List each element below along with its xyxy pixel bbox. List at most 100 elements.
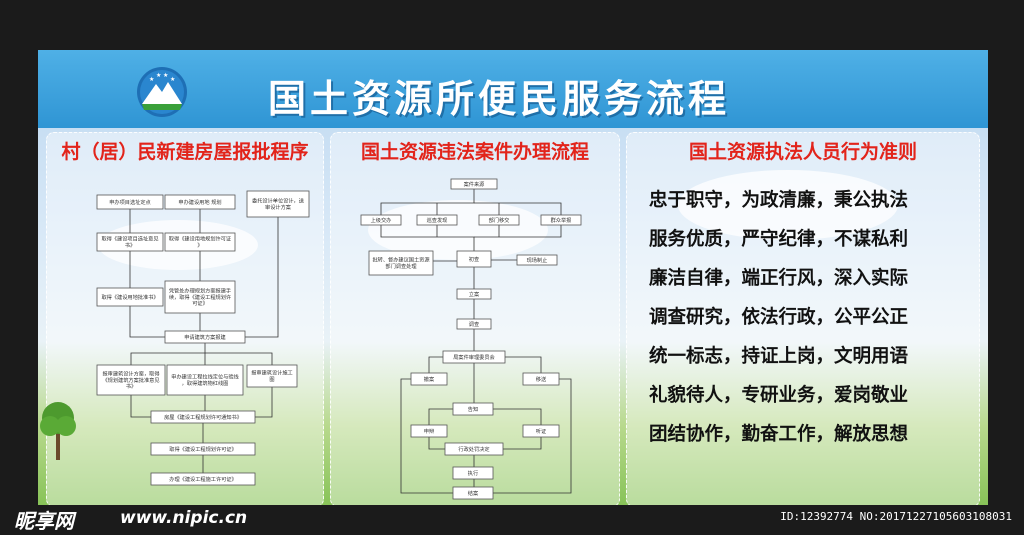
panel-title: 国土资源违法案件办理流程 [360, 141, 589, 163]
flow-node: 上级交办 [360, 214, 402, 226]
flow-connector [245, 217, 279, 338]
building-approval-flowchart: 申办项目选址定点 申办建设用地 规划 委托设计单位设计，送审设计方案取得《建设项目选… [96, 190, 310, 486]
flow-node: 取得《建设工程规划许可证》 [150, 442, 256, 456]
flow-node: 调查 [456, 318, 492, 330]
flow-node: 局案件审理委员会 [442, 350, 506, 364]
flow-node: 初查 [456, 250, 492, 268]
conduct-rules-list: 忠于职守，为政清廉，秉公执法 服务优质，严守纪律，不谋私利 廉洁自律，端正行风，… [649, 181, 908, 454]
flow-node-label: 图 [269, 376, 274, 383]
flow-node: 申办建设工程拉线定位与验线，取得建筑物红线图 [166, 364, 244, 396]
conduct-rule: 服务优质，严守纪律，不谋私利 [649, 229, 909, 250]
flow-node-label: 房屋《建设工程规划许可通知书》 [164, 413, 242, 421]
flow-node-label: 告知 [468, 405, 478, 413]
flow-node: 案件来源 [450, 178, 498, 190]
flow-node-label: 部门移交 [489, 216, 510, 224]
conduct-rule: 忠于职守，为政清廉，秉公执法 [649, 190, 909, 211]
flow-node: 申办项目选址定点 [96, 194, 164, 210]
flow-node-label: 立案 [469, 290, 480, 298]
flow-node: 听证 [522, 424, 560, 438]
watermark-url: www.nipic.cn [120, 508, 248, 528]
flow-node: 撤案 [410, 372, 448, 386]
page-title: 国土资源所便民服务流程 [268, 77, 731, 121]
flow-node-label: 批转、督办建议国土资源 [372, 256, 430, 264]
flow-node-label: ，取得建筑物红线图 [182, 379, 229, 387]
flow-node: 申办建设用地 规划 [164, 194, 236, 210]
flow-node-label: 委托设计单位设计，送 [252, 197, 305, 205]
conduct-rule: 团结协作，勤奋工作，解放思想 [649, 424, 909, 445]
poster-board: ★ ★ ★ ★ 国土资源所便民服务流程 村（居）民新建房屋报批程序 申办项目选址… [38, 50, 988, 520]
flow-node: 立案 [456, 288, 492, 300]
flow-node-label: 取得《建设用地规划许可证 [169, 235, 231, 243]
flow-node-label: 取得《建设项目选址意见 [101, 235, 158, 243]
flow-node: 办理《建设工程施工许可证》 [150, 472, 256, 486]
flow-node-label: 取得《建设用地批准书》 [101, 293, 158, 301]
watermark-logo: 昵享网 [14, 509, 74, 533]
mountain-stars-emblem-icon: ★ ★ ★ ★ [137, 67, 187, 117]
flow-node-label: 结案 [468, 489, 479, 497]
flow-node-label: 报审建筑设计施工 [251, 369, 293, 377]
flow-connector [255, 387, 273, 418]
flow-node-label: 申办建设工程拉线定位与验线 [171, 373, 238, 381]
flow-node: 执行 [452, 466, 494, 480]
watermark-id: ID:12392774 NO:20171227105603108031 [780, 510, 1012, 523]
flow-node-label: 移送 [536, 375, 547, 383]
flow-node-label: 撤案 [424, 375, 435, 383]
flow-connector [503, 437, 542, 450]
flow-node-label: 可证》 [192, 300, 208, 307]
flow-connector [129, 306, 165, 338]
flow-node-label: 巡查发现 [427, 216, 448, 224]
flow-node: 现场制止 [516, 254, 558, 266]
flow-node: 结案 [452, 486, 494, 500]
panel-case-handling: 国土资源违法案件办理流程 案件来源上级交办 巡查发现 部门移交 群众举报批转、督办建议… [330, 132, 620, 507]
flow-node-label: 续，取得《建设工程规划许 [169, 293, 231, 301]
flow-node-label: 初查 [469, 255, 479, 263]
flow-node-label: 申办项目选址定点 [109, 198, 151, 206]
flow-node: 申辩 [410, 424, 448, 438]
conduct-rule: 礼貌待人，专研业务，爱岗敬业 [649, 385, 909, 406]
flow-node-label: 听证 [536, 427, 546, 435]
svg-text:★: ★ [163, 72, 168, 79]
flow-connector [130, 343, 206, 365]
watermark-bar [0, 505, 1024, 535]
panel-title: 村（居）民新建房屋报批程序 [61, 141, 309, 163]
flow-node: 群众举报 [540, 214, 582, 226]
panel-building-approval: 村（居）民新建房屋报批程序 申办项目选址定点 申办建设用地 规划 委托设计单位设计，… [46, 132, 324, 507]
flow-node: 房屋《建设工程规划许可通知书》 [150, 410, 256, 424]
panel-title: 国土资源执法人员行为准则 [688, 141, 917, 163]
panel-conduct-rules: 国土资源执法人员行为准则 忠于职守，为政清廉，秉公执法 服务优质，严守纪律，不谋… [626, 132, 980, 507]
flow-node-label: 书》 [125, 241, 135, 249]
flow-connector [493, 408, 542, 425]
flow-node-label: 》 [197, 242, 202, 249]
flow-node-label: 办理《建设工程施工许可证》 [169, 475, 236, 483]
svg-text:★: ★ [149, 76, 154, 83]
flow-node-label: 群众举报 [551, 216, 572, 224]
flow-node-label: 部门调查处理 [385, 262, 417, 270]
tree-icon [40, 402, 76, 460]
flow-node-label: 上级交办 [371, 216, 392, 224]
flow-node: 行政处罚决定 [444, 442, 504, 456]
flow-node: 申请建筑方案报建 [164, 330, 246, 344]
cloud [368, 200, 548, 260]
flow-node-label: 审设计方案 [265, 203, 292, 211]
flow-connector [474, 202, 562, 215]
flow-node: 取得《建设用地规划许可证》 [164, 232, 236, 252]
flow-node-label: 行政处罚决定 [458, 445, 489, 453]
flow-node-label: 报审建筑设计方案，取得 [102, 369, 159, 377]
flow-node-label: 申辩 [424, 427, 434, 435]
flow-node-label: 申办建设用地 规划 [178, 198, 221, 206]
flow-node: 部门移交 [478, 214, 520, 226]
flow-connector [493, 378, 572, 494]
flow-node-label: 案件来源 [464, 180, 486, 188]
flow-connector [505, 356, 542, 373]
flow-connector [400, 378, 453, 494]
flow-connector [205, 352, 273, 365]
flow-connector [474, 225, 562, 238]
flow-node-label: 局案件审理委员会 [453, 353, 495, 361]
conduct-rule: 廉洁自律，端正行风，深入实际 [649, 268, 909, 289]
flow-node: 告知 [452, 402, 494, 416]
flow-node: 巡查发现 [416, 214, 458, 226]
